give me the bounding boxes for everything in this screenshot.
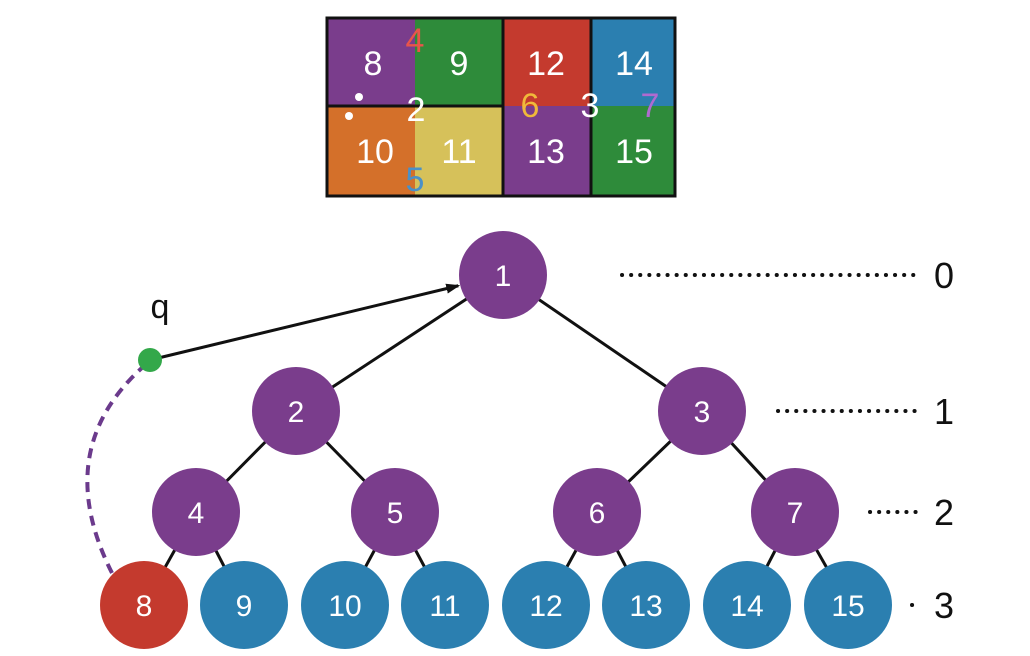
tree-node-circle-9 bbox=[200, 561, 288, 649]
level-label-1: 1 bbox=[934, 391, 954, 432]
level-label-3: 3 bbox=[934, 585, 954, 626]
grid-cell-11 bbox=[415, 106, 503, 196]
tree-node-circle-5 bbox=[351, 468, 439, 556]
tree-node-label-1: 1 bbox=[495, 260, 512, 293]
grid-cell-label-11: 11 bbox=[441, 133, 476, 171]
quadtree-grid: 8 9 12 14 10 11 13 15 4 2 5 6 3 7 bbox=[325, 16, 677, 199]
query-arrow bbox=[149, 283, 461, 362]
tree-node-label-2: 2 bbox=[288, 396, 305, 429]
grid-cell-label-9: 9 bbox=[450, 45, 469, 83]
tree-node-2: 2 bbox=[252, 367, 340, 455]
query-label: q bbox=[151, 288, 170, 326]
grid-region-label-6: 6 bbox=[521, 87, 540, 125]
grid-cell-label-15: 15 bbox=[615, 133, 653, 171]
tree-node-14: 14 bbox=[703, 561, 791, 649]
grid-cell-label-12: 12 bbox=[527, 45, 565, 83]
tree-node-5: 5 bbox=[351, 468, 439, 556]
tree-node-label-4: 4 bbox=[188, 497, 205, 530]
grid-region-label-5: 5 bbox=[406, 161, 425, 199]
tree-node-circle-14 bbox=[703, 561, 791, 649]
tree-node-13: 13 bbox=[602, 561, 690, 649]
tree-node-1: 1 bbox=[459, 231, 547, 319]
tree-node-3: 3 bbox=[658, 367, 746, 455]
grid-cell-label-13: 13 bbox=[527, 133, 565, 171]
grid-cell-10 bbox=[327, 106, 415, 196]
tree-node-11: 11 bbox=[401, 561, 489, 649]
tree-node-label-15: 15 bbox=[831, 590, 864, 623]
tree-node-label-7: 7 bbox=[787, 497, 804, 530]
tree-node-circle-3 bbox=[658, 367, 746, 455]
tree-node-7: 7 bbox=[751, 468, 839, 556]
grid-cell-13 bbox=[503, 106, 591, 196]
tree-node-label-5: 5 bbox=[387, 497, 404, 530]
grid-cell-label-10: 10 bbox=[356, 133, 394, 171]
tree-node-label-11: 11 bbox=[429, 590, 460, 623]
tree-node-circle-1 bbox=[459, 231, 547, 319]
grid-cell-9 bbox=[415, 18, 503, 106]
tree-node-label-13: 13 bbox=[629, 590, 662, 623]
tree-node-8: 8 bbox=[100, 561, 188, 649]
tree-node-6: 6 bbox=[553, 468, 641, 556]
level-label-2: 2 bbox=[934, 492, 954, 533]
tree-node-circle-11 bbox=[401, 561, 489, 649]
grid-cell-8 bbox=[327, 18, 415, 106]
grid-cell-14 bbox=[591, 18, 675, 106]
tree-node-circle-8 bbox=[100, 561, 188, 649]
tree-node-circle-2 bbox=[252, 367, 340, 455]
grid-region-label-2: 2 bbox=[407, 91, 426, 129]
grid-point-dot bbox=[345, 112, 353, 120]
grid-point-dot bbox=[355, 93, 363, 101]
grid-cell-15 bbox=[591, 106, 675, 196]
query-point-dot bbox=[138, 348, 162, 372]
tree-node-circle-10 bbox=[301, 561, 389, 649]
level-label-0: 0 bbox=[934, 255, 954, 296]
tree-node-circle-13 bbox=[602, 561, 690, 649]
grid-region-label-4: 4 bbox=[406, 22, 425, 60]
grid-borders bbox=[325, 16, 677, 198]
tree-node-circle-7 bbox=[751, 468, 839, 556]
grid-cell-12 bbox=[503, 18, 591, 106]
query-dashed-link bbox=[85, 364, 146, 574]
tree-node-label-9: 9 bbox=[236, 590, 253, 623]
grid-cell-label-8: 8 bbox=[364, 45, 383, 83]
tree-node-circle-12 bbox=[502, 561, 590, 649]
tree-node-15: 15 bbox=[804, 561, 892, 649]
tree-node-4: 4 bbox=[152, 468, 240, 556]
grid-region-label-3: 3 bbox=[581, 87, 600, 125]
tree-node-label-8: 8 bbox=[136, 590, 153, 623]
tree-node-label-6: 6 bbox=[589, 497, 606, 530]
tree-node-label-12: 12 bbox=[529, 590, 562, 623]
tree-node-label-3: 3 bbox=[694, 396, 711, 429]
tree-node-circle-6 bbox=[553, 468, 641, 556]
grid-region-label-7: 7 bbox=[641, 87, 660, 125]
tree-node-circle-15 bbox=[804, 561, 892, 649]
tree-node-label-14: 14 bbox=[730, 590, 763, 623]
tree-node-label-10: 10 bbox=[328, 590, 361, 623]
tree-node-10: 10 bbox=[301, 561, 389, 649]
tree-node-circle-4 bbox=[152, 468, 240, 556]
grid-cell-label-14: 14 bbox=[615, 45, 653, 83]
tree-node-9: 9 bbox=[200, 561, 288, 649]
tree-node-12: 12 bbox=[502, 561, 590, 649]
